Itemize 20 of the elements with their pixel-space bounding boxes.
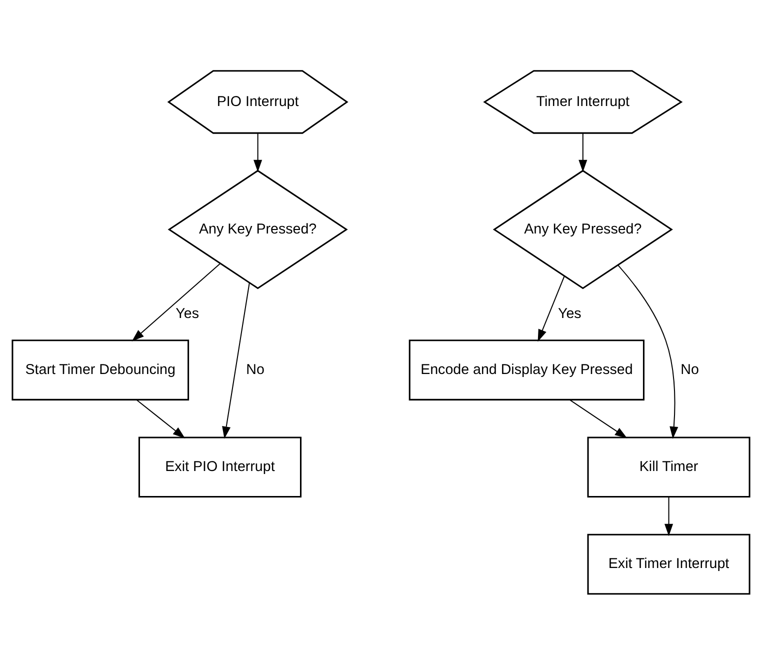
arrow [578, 133, 588, 172]
node-box: Kill Timer [587, 436, 750, 498]
node-box: Exit Timer Interrupt [587, 534, 750, 595]
node-diamond: Any Key Pressed? [492, 170, 673, 290]
node-box: Encode and Display Key Pressed [408, 340, 644, 400]
arrow [538, 276, 565, 342]
node-box: Exit PIO Interrupt [138, 436, 302, 498]
arrow [254, 133, 262, 172]
node-box: Start Timer Debouncing [12, 340, 190, 400]
edge-label: Yes [558, 306, 582, 322]
arrow [136, 399, 186, 438]
arrow [618, 264, 678, 439]
arrow [664, 496, 674, 536]
arrow [569, 399, 628, 438]
edge-label: No [680, 362, 699, 378]
node-diamond: Any Key Pressed? [168, 170, 348, 290]
arrow [222, 282, 250, 439]
arrow [132, 263, 220, 342]
edge-label: Yes [176, 306, 199, 322]
edge-label: No [246, 362, 264, 378]
